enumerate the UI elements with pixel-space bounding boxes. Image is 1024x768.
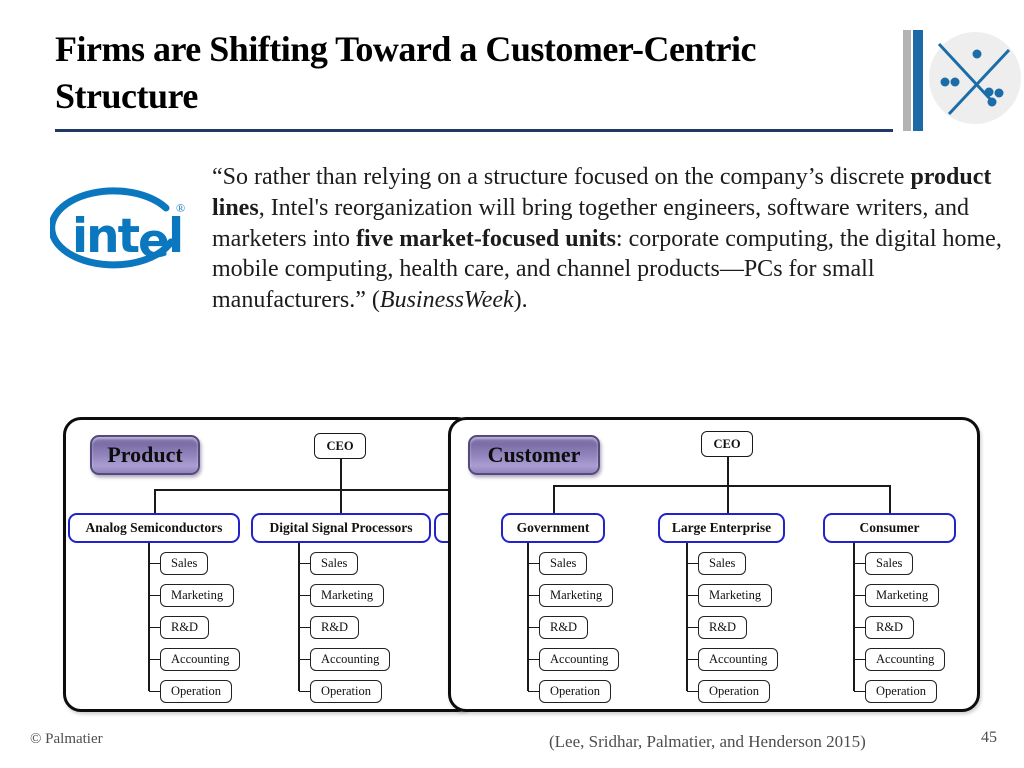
dept-box-marketing: Marketing: [527, 584, 614, 607]
division-box-digital-signal-processors: Digital Signal Processors: [251, 513, 431, 543]
customer-structure-panel: Customer CEO Government Large Enterprise…: [448, 417, 980, 712]
dept-box-operation: Operation: [528, 680, 611, 703]
dept-box-accounting: Accounting: [686, 648, 779, 671]
connector-line: [340, 459, 342, 513]
product-ceo-box: CEO: [314, 433, 366, 459]
connector-line: [853, 543, 855, 691]
slide-title: Firms are Shifting Toward a Customer-Cen…: [55, 26, 900, 120]
dept-box-accounting: Accounting: [298, 648, 391, 671]
dept-box-rd: R&D: [686, 616, 748, 639]
product-structure-panel: Product CEO Analog Semiconductors Digita…: [63, 417, 529, 712]
scatter-plot-logo-icon: [929, 32, 1021, 124]
dept-box-operation: Operation: [687, 680, 770, 703]
intel-logo: intel ®: [50, 187, 185, 269]
dept-box-rd: R&D: [527, 616, 589, 639]
dept-box-operation: Operation: [149, 680, 232, 703]
dept-box-sales: Sales: [853, 552, 914, 575]
quote-closing: : corporate computing, the digital home,…: [212, 225, 1002, 314]
quote-source: BusinessWeek: [379, 287, 514, 314]
page-number: 45: [981, 729, 997, 746]
connector-line: [889, 485, 891, 513]
connector-line: [553, 485, 890, 487]
dept-box-accounting: Accounting: [527, 648, 620, 671]
intel-wordmark: intel: [72, 209, 182, 269]
division-box-analog-semiconductors: Analog Semiconductors: [68, 513, 240, 543]
header-gray-bar: [903, 30, 911, 131]
division-box-consumer: Consumer: [823, 513, 956, 543]
dept-box-marketing: Marketing: [853, 584, 940, 607]
connector-line: [154, 489, 156, 513]
division-box-government: Government: [501, 513, 605, 543]
header-blue-bar: [913, 30, 923, 131]
customer-ceo-box: CEO: [701, 431, 753, 457]
connector-line: [686, 543, 688, 691]
slide-title-line1: Firms are Shifting Toward a Customer-Cen…: [55, 29, 756, 69]
connector-line: [553, 485, 555, 513]
quote-middle: , Intel's reorganization will bring toge…: [212, 194, 970, 252]
dept-box-marketing: Marketing: [686, 584, 773, 607]
dept-box-operation: Operation: [299, 680, 382, 703]
intel-quote: “So rather than relying on a structure f…: [212, 162, 1012, 316]
footer-copyright: © Palmatier: [30, 731, 103, 747]
quote-after-source: ).: [513, 287, 528, 314]
dept-box-rd: R&D: [298, 616, 360, 639]
dept-box-sales: Sales: [298, 552, 359, 575]
dept-box-marketing: Marketing: [148, 584, 235, 607]
dept-box-sales: Sales: [686, 552, 747, 575]
connector-line: [527, 543, 529, 691]
quote-opening: “So rather than relying on a structure f…: [212, 164, 911, 190]
dept-box-sales: Sales: [527, 552, 588, 575]
title-underline: [55, 129, 893, 132]
division-box-large-enterprise: Large Enterprise: [658, 513, 785, 543]
customer-badge: Customer: [468, 435, 600, 475]
slide-title-line2: Structure: [55, 76, 198, 116]
connector-line: [298, 543, 300, 691]
registered-trademark-symbol: ®: [176, 201, 185, 215]
dept-box-accounting: Accounting: [853, 648, 946, 671]
dept-box-rd: R&D: [853, 616, 915, 639]
dept-box-rd: R&D: [148, 616, 210, 639]
quote-bold-market-units: five market-focused units: [355, 225, 616, 252]
dept-box-sales: Sales: [148, 552, 209, 575]
product-badge: Product: [90, 435, 200, 475]
connector-line: [148, 543, 150, 691]
quote-bold-product-lines: product lines: [212, 164, 992, 221]
dept-box-marketing: Marketing: [298, 584, 385, 607]
connector-line: [154, 489, 467, 491]
dept-box-operation: Operation: [854, 680, 937, 703]
dept-box-accounting: Accounting: [148, 648, 241, 671]
footer-citation: (Lee, Sridhar, Palmatier, and Henderson …: [549, 732, 866, 751]
